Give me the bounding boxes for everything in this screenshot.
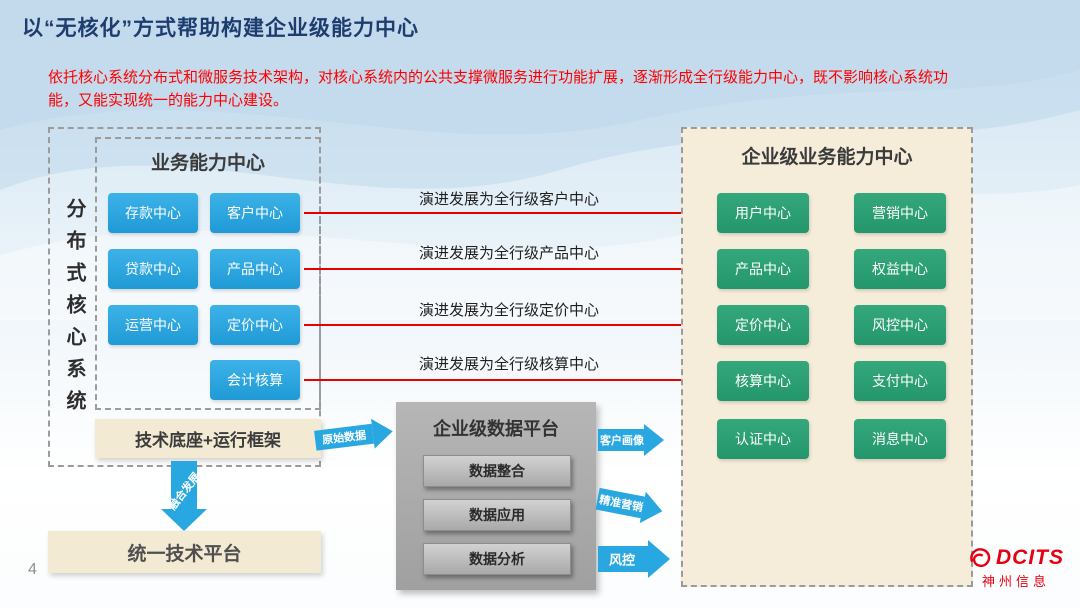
- auth-center-chip: 认证中心: [717, 419, 809, 459]
- logo-text: DCITS: [996, 546, 1064, 569]
- data-integration-item: 数据整合: [423, 455, 571, 487]
- rights-center-chip: 权益中心: [854, 249, 946, 289]
- unified-tech-platform-bar: 统一技术平台: [48, 531, 321, 573]
- customer-profile-arrow-label: 客户画像: [600, 435, 644, 447]
- risk-control-arrow: 风控: [598, 540, 670, 578]
- product-center-chip: 产品中心: [210, 249, 300, 289]
- message-center-chip: 消息中心: [854, 419, 946, 459]
- tech-base-bar: 技术底座+运行框架: [95, 419, 321, 458]
- arrow-shaft: [598, 546, 648, 572]
- slide-description: 依托核心系统分布式和微服务技术架构，对核心系统内的公共支撑微服务进行功能扩展，逐…: [48, 69, 949, 110]
- pricing-center-chip-ent: 定价中心: [717, 305, 809, 345]
- evolution-arrow-customer: [304, 207, 718, 219]
- arrow-head-icon: [371, 416, 395, 449]
- arrow-shaft: [598, 429, 644, 451]
- customer-profile-arrow: 客户画像: [598, 424, 664, 456]
- data-platform-box: 企业级数据平台 数据整合 数据应用 数据分析: [396, 402, 596, 590]
- evolution-label-product: 演进发展为全行级产品中心: [418, 245, 599, 262]
- dcits-swirl-icon: [970, 548, 991, 567]
- data-platform-title: 企业级数据平台: [433, 419, 559, 439]
- business-center-box: 业务能力中心: [95, 137, 321, 410]
- arrow-head-icon: [644, 424, 664, 456]
- data-application-item: 数据应用: [423, 499, 571, 531]
- customer-center-chip: 客户中心: [210, 193, 300, 233]
- precision-marketing-arrow: 精准营销: [595, 483, 666, 528]
- enterprise-center-title: 企业级业务能力中心: [741, 147, 913, 168]
- accounting-center-chip: 核算中心: [717, 361, 809, 401]
- product-center-chip-ent: 产品中心: [717, 249, 809, 289]
- pricing-center-chip: 定价中心: [210, 305, 300, 345]
- risk-center-chip: 风控中心: [854, 305, 946, 345]
- dcits-logo: DCITS 神州信息: [968, 546, 1064, 590]
- risk-control-arrow-label: 风控: [609, 552, 636, 568]
- payment-center-chip: 支付中心: [854, 361, 946, 401]
- evolution-arrow-product: [304, 263, 718, 275]
- business-center-title: 业务能力中心: [150, 153, 265, 174]
- page-number: 4: [28, 561, 37, 578]
- arrow-head-icon: [161, 509, 207, 531]
- deposit-center-chip: 存款中心: [108, 193, 198, 233]
- arrow-head-icon: [648, 540, 670, 578]
- evolution-label-customer: 演进发展为全行级客户中心: [418, 191, 599, 208]
- slide-title: 以“无核化”方式帮助构建企业级能力中心: [22, 17, 419, 40]
- loan-center-chip: 贷款中心: [108, 249, 198, 289]
- raw-data-arrow: 原始数据: [313, 416, 395, 455]
- fusion-development-arrow: 融合发展: [161, 461, 207, 531]
- accounting-chip: 会计核算: [210, 360, 300, 400]
- logo-subtext: 神州信息: [981, 574, 1050, 589]
- evolution-label-accounting: 演进发展为全行级核算中心: [418, 356, 599, 373]
- evolution-arrow-pricing: [304, 319, 718, 331]
- user-center-chip: 用户中心: [717, 193, 809, 233]
- evolution-arrow-accounting: [304, 374, 718, 386]
- evolution-label-pricing: 演进发展为全行级定价中心: [418, 302, 599, 319]
- data-analysis-item: 数据分析: [423, 543, 571, 575]
- operation-center-chip: 运营中心: [108, 305, 198, 345]
- arrow-shaft: [171, 461, 197, 509]
- marketing-center-chip: 营销中心: [854, 193, 946, 233]
- core-system-vertical-label: 分布式核心系统: [63, 198, 85, 422]
